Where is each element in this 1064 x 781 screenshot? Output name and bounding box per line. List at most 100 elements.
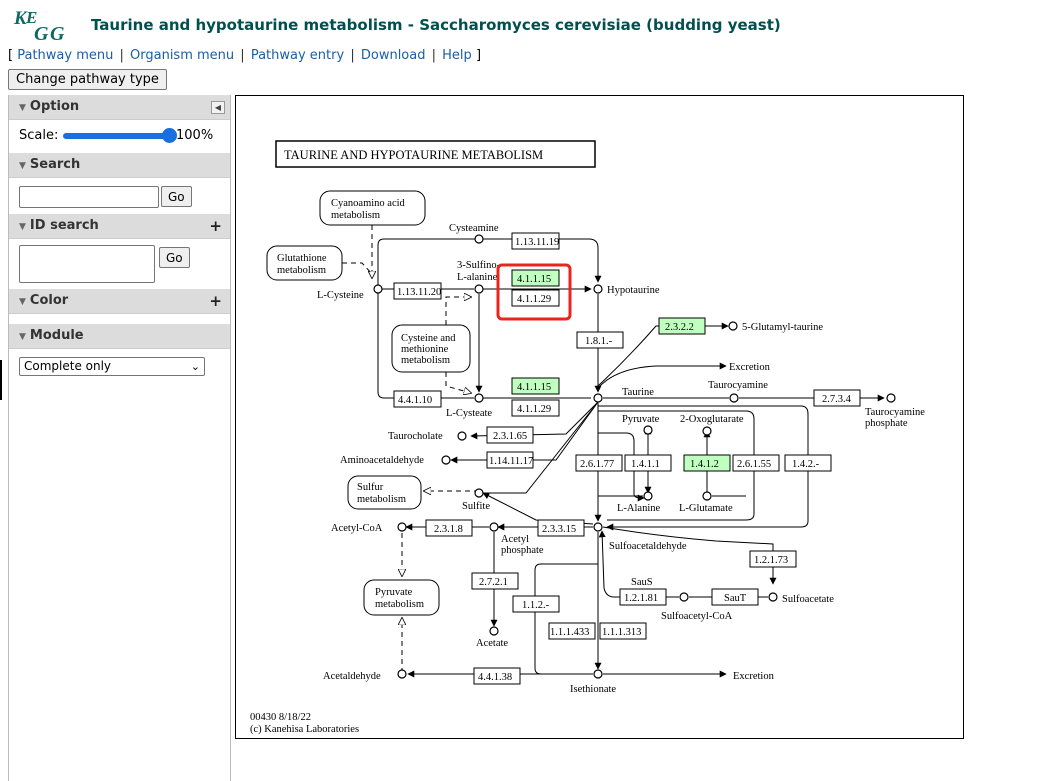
enzyme-label[interactable]: 2.6.1.55 — [737, 459, 771, 470]
nav-help[interactable]: Help — [442, 48, 472, 63]
compound-label[interactable]: Acetyl — [501, 534, 529, 545]
enzyme-label[interactable]: 1.2.1.81 — [624, 593, 658, 604]
enzyme-label[interactable]: 2.6.1.77 — [580, 459, 614, 470]
compound-label[interactable]: Acetyl-CoA — [331, 523, 383, 534]
map-title: TAURINE AND HYPOTAURINE METABOLISM — [284, 148, 543, 162]
enzyme-label[interactable]: 4.1.1.29 — [517, 404, 551, 415]
triangle-down-icon: ▼ — [19, 297, 26, 307]
enzyme-label[interactable]: 2.7.2.1 — [479, 577, 508, 588]
module-select[interactable]: Complete only ⌄ — [19, 357, 205, 376]
map-footer-copyright: (c) Kanehisa Laboratories — [250, 724, 359, 735]
compound-label[interactable]: 3-Sulfino- — [457, 260, 501, 271]
triangle-down-icon: ▼ — [19, 332, 26, 342]
compound-label[interactable]: Aminoacetaldehyde — [340, 455, 424, 466]
scale-slider[interactable] — [63, 128, 177, 143]
id-search-go-button[interactable]: Go — [159, 247, 190, 268]
compound-label[interactable]: L-Cysteine — [317, 290, 364, 301]
reaction-lines — [342, 225, 885, 678]
enzyme-label[interactable]: 1.13.11.19 — [515, 237, 559, 248]
map-link-glutathione[interactable]: Glutathione metabolism — [266, 245, 343, 281]
compound-label[interactable]: L-Alanine — [617, 503, 660, 514]
enzyme-label[interactable]: 1.4.1.2 — [690, 459, 719, 470]
pathway-map[interactable]: TAURINE AND HYPOTAURINE METABOLISM Cyano… — [235, 95, 964, 739]
enzyme-label[interactable]: 2.7.3.4 — [822, 394, 852, 405]
compound-label[interactable]: Taurocholate — [388, 431, 443, 442]
enzyme-label[interactable]: 1.4.1.1 — [631, 459, 660, 470]
change-pathway-type-button[interactable]: Change pathway type — [8, 69, 167, 90]
compound-label[interactable]: Acetaldehyde — [323, 671, 381, 682]
map-label: Pyruvate — [375, 587, 413, 598]
compound-label[interactable]: Acetate — [476, 638, 508, 649]
map-link-cysteine[interactable]: Cysteine and methionine metabolism — [391, 324, 471, 373]
compound-label[interactable]: Sulfite — [462, 501, 490, 512]
enzyme-label[interactable]: SauT — [724, 593, 747, 604]
compound-label[interactable]: Sulfoacetyl-CoA — [661, 611, 733, 622]
search-title: Search — [29, 157, 81, 172]
id-search-body: Go — [9, 239, 230, 289]
enzyme-label[interactable]: 2.3.2.2 — [665, 322, 694, 333]
nav-close-bracket: ] — [475, 48, 482, 63]
compound-label: Excretion — [733, 671, 775, 682]
map-link-cyanoamino[interactable]: Cyanoamino acid metabolism — [319, 190, 426, 226]
nav-pathway-menu[interactable]: Pathway menu — [17, 48, 114, 63]
svg-text:G: G — [50, 23, 65, 45]
enzyme-label[interactable]: 4.4.1.10 — [398, 395, 432, 406]
enzyme-label[interactable]: 2.3.1.65 — [493, 431, 527, 442]
color-section-header[interactable]: ▼Color + — [9, 289, 230, 314]
compound-label[interactable]: Hypotaurine — [607, 285, 660, 296]
window-edge-marker — [0, 360, 2, 400]
id-search-section-header[interactable]: ▼ID search + — [9, 214, 230, 239]
enzyme-label[interactable]: 1.13.11.20 — [397, 287, 441, 298]
enzyme-label[interactable]: 1.2.1.73 — [754, 555, 788, 566]
compound-label[interactable]: Sulfoacetate — [782, 594, 834, 605]
compound-label[interactable]: L-Cysteate — [446, 408, 492, 419]
enzyme-label[interactable]: 4.1.1.15 — [517, 382, 551, 393]
kegg-logo[interactable]: K E G G — [12, 6, 76, 46]
compound-label[interactable]: Taurocyamine — [865, 407, 925, 418]
enzyme-label[interactable]: 1.4.2.- — [792, 459, 820, 470]
compound-label[interactable]: Sulfoacetaldehyde — [609, 541, 687, 552]
collapse-left-icon[interactable]: ◀ — [211, 101, 225, 114]
enzyme-label[interactable]: 1.14.11.17 — [489, 456, 533, 467]
map-link-sulfur[interactable]: Sulfur metabolism — [347, 475, 422, 510]
compound-label[interactable]: L-Glutamate — [679, 503, 733, 514]
compound-label[interactable]: phosphate — [865, 418, 908, 429]
enzyme-label[interactable]: 4.1.1.29 — [517, 294, 551, 305]
compound-label[interactable]: Taurocyamine — [708, 380, 768, 391]
enzyme-label[interactable]: 1.1.1.433 — [550, 627, 589, 638]
nav-organism-menu[interactable]: Organism menu — [130, 48, 235, 63]
enzyme-label[interactable]: 1.1.2.- — [522, 600, 550, 611]
enzyme-label[interactable]: 1.8.1.- — [585, 336, 613, 347]
search-body: Go — [9, 178, 230, 214]
enzyme-label[interactable]: 1.1.1.313 — [602, 627, 641, 638]
module-section-header[interactable]: ▼Module — [9, 324, 230, 349]
id-search-title: ID search — [29, 218, 99, 233]
map-footer-id: 00430 8/18/22 — [250, 712, 311, 723]
scale-slider-thumb[interactable] — [162, 128, 177, 143]
enzyme-label[interactable]: 2.3.3.15 — [542, 524, 576, 535]
compound-label[interactable]: Pyruvate — [622, 414, 660, 425]
plus-icon[interactable]: + — [209, 217, 222, 235]
enzyme-label[interactable]: 4.1.1.15 — [517, 274, 551, 285]
id-search-input[interactable] — [19, 245, 155, 283]
search-section-header[interactable]: ▼Search — [9, 153, 230, 178]
enzyme-label[interactable]: 4.4.1.38 — [478, 672, 512, 683]
selection-highlight-box — [496, 263, 572, 321]
compound-label[interactable]: Isethionate — [570, 684, 616, 695]
compound-label[interactable]: phosphate — [501, 545, 544, 556]
nav-pathway-entry[interactable]: Pathway entry — [250, 48, 345, 63]
nav-download[interactable]: Download — [360, 48, 426, 63]
option-section-header[interactable]: ▼Option ◀ — [9, 95, 230, 120]
compound-label[interactable]: Taurine — [622, 387, 654, 398]
compound-label[interactable]: L-alanine — [457, 272, 498, 283]
map-link-pyruvate[interactable]: Pyruvate metabolism — [363, 579, 440, 616]
enzyme-label[interactable]: 2.3.1.8 — [434, 524, 463, 535]
search-go-button[interactable]: Go — [161, 186, 192, 207]
color-body — [9, 314, 230, 324]
compound-label[interactable]: 2-Oxoglutarate — [680, 414, 744, 425]
search-input[interactable] — [19, 186, 159, 208]
chevron-down-icon: ⌄ — [190, 360, 200, 373]
compound-label[interactable]: 5-Glutamyl-taurine — [742, 322, 823, 333]
plus-icon[interactable]: + — [209, 292, 222, 310]
compound-label[interactable]: Cysteamine — [449, 223, 499, 234]
